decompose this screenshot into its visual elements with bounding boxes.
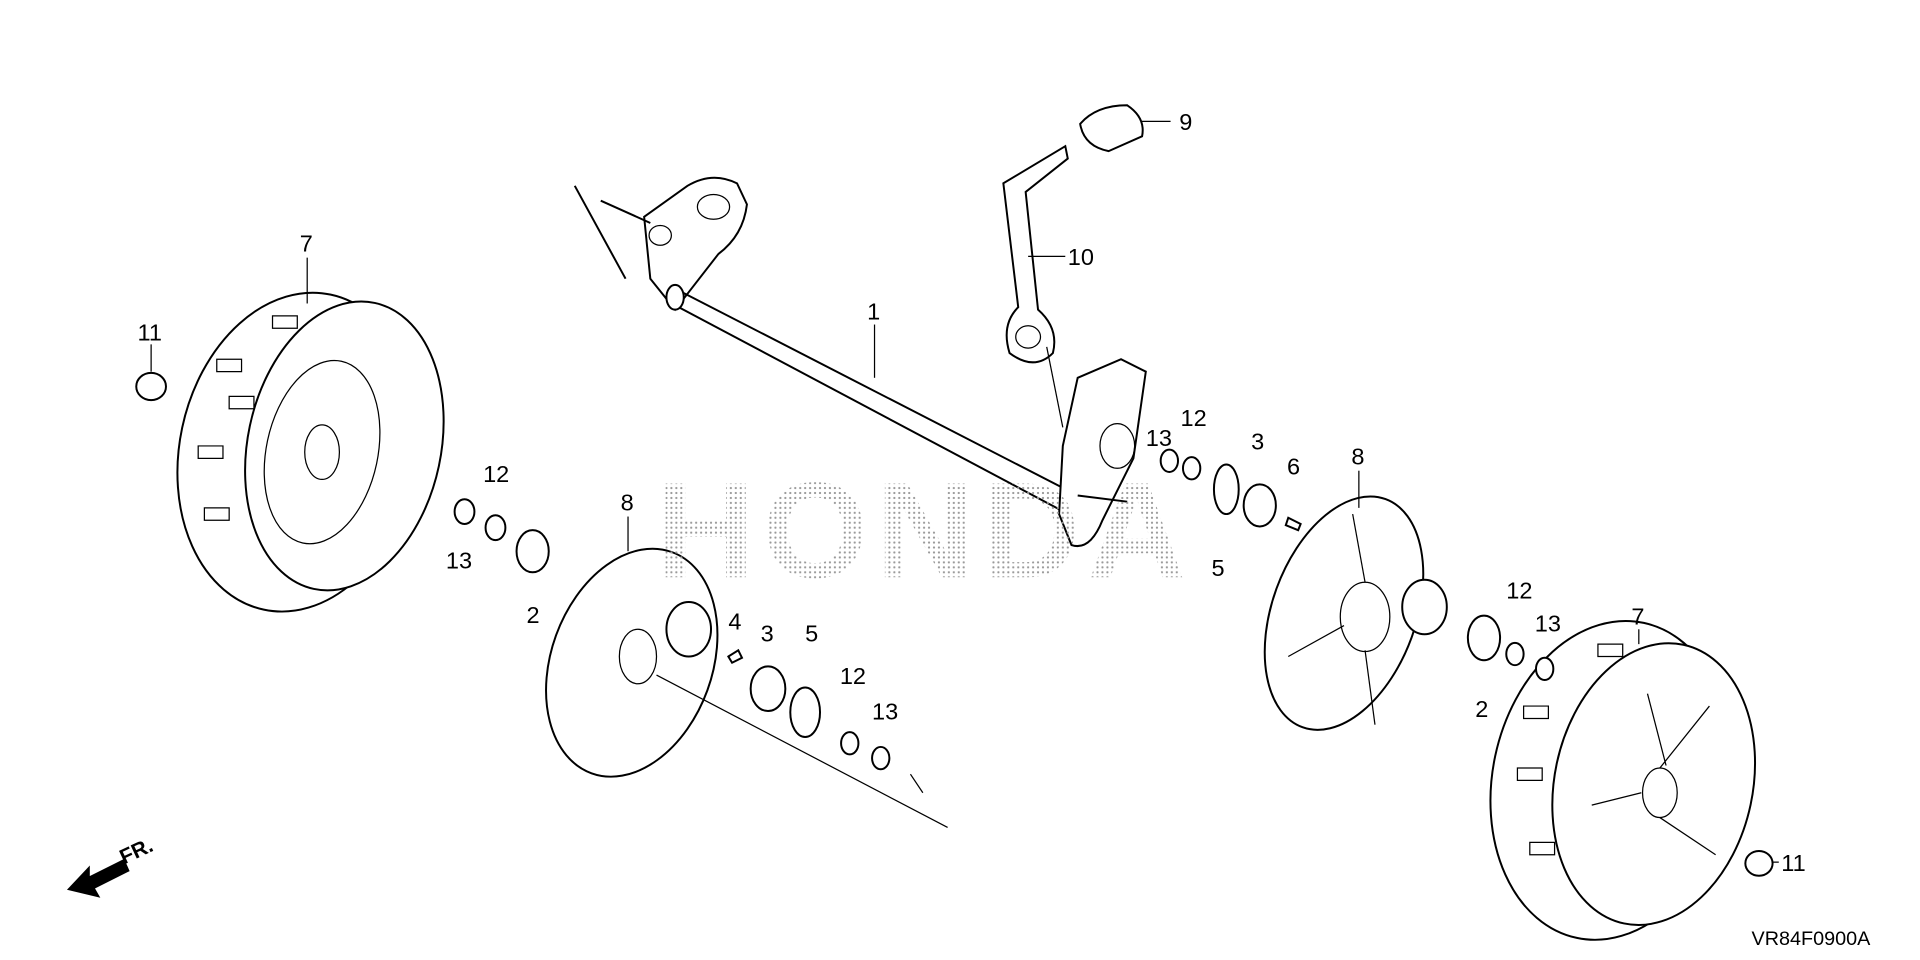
callout-11: 11 bbox=[137, 320, 161, 346]
callout-8: 8 bbox=[621, 489, 634, 515]
callout-9: 9 bbox=[1179, 109, 1192, 135]
diagram-code: VR84F0900A bbox=[1752, 928, 1872, 950]
callout-2: 2 bbox=[526, 602, 539, 628]
arrow-icon bbox=[66, 858, 130, 898]
left-hubcap bbox=[545, 547, 948, 829]
callout-5: 5 bbox=[805, 621, 818, 647]
callout-7: 7 bbox=[300, 230, 313, 256]
callout-4: 4 bbox=[728, 608, 741, 634]
callout-12: 12 bbox=[840, 663, 866, 689]
callout-12: 12 bbox=[483, 461, 509, 487]
lever-knob bbox=[1079, 104, 1144, 153]
front-direction-arrow: FR. bbox=[66, 834, 157, 898]
callout-13: 13 bbox=[1146, 425, 1172, 451]
callout-10: 10 bbox=[1068, 244, 1094, 270]
callout-13: 13 bbox=[446, 548, 472, 574]
callout-12: 12 bbox=[1180, 405, 1206, 431]
leader-lines bbox=[150, 120, 1779, 863]
callout-3: 3 bbox=[761, 621, 774, 647]
callout-1: 1 bbox=[867, 299, 880, 325]
callout-8: 8 bbox=[1351, 444, 1364, 470]
callout-12: 12 bbox=[1506, 577, 1532, 603]
callout-3: 3 bbox=[1251, 429, 1264, 455]
front-label: FR. bbox=[116, 834, 156, 869]
callout-13: 13 bbox=[872, 699, 898, 725]
callout-13: 13 bbox=[1535, 611, 1561, 637]
callout-6: 6 bbox=[1287, 453, 1300, 479]
height-lever bbox=[1002, 144, 1069, 428]
callout-7: 7 bbox=[1631, 603, 1644, 629]
left-rear-wheel bbox=[176, 291, 445, 613]
callout-5: 5 bbox=[1211, 555, 1224, 581]
honda-watermark: HONDA bbox=[657, 454, 1194, 606]
rear-axle bbox=[573, 176, 1147, 547]
small-parts bbox=[135, 371, 1774, 877]
right-rear-wheel bbox=[1489, 619, 1757, 941]
callout-2: 2 bbox=[1475, 696, 1488, 722]
callouts: 1 2 2 3 3 4 5 5 6 7 7 8 8 9 10 11 11 12 … bbox=[137, 109, 1805, 876]
callout-11: 11 bbox=[1781, 850, 1805, 876]
right-hubcap bbox=[1263, 495, 1448, 731]
